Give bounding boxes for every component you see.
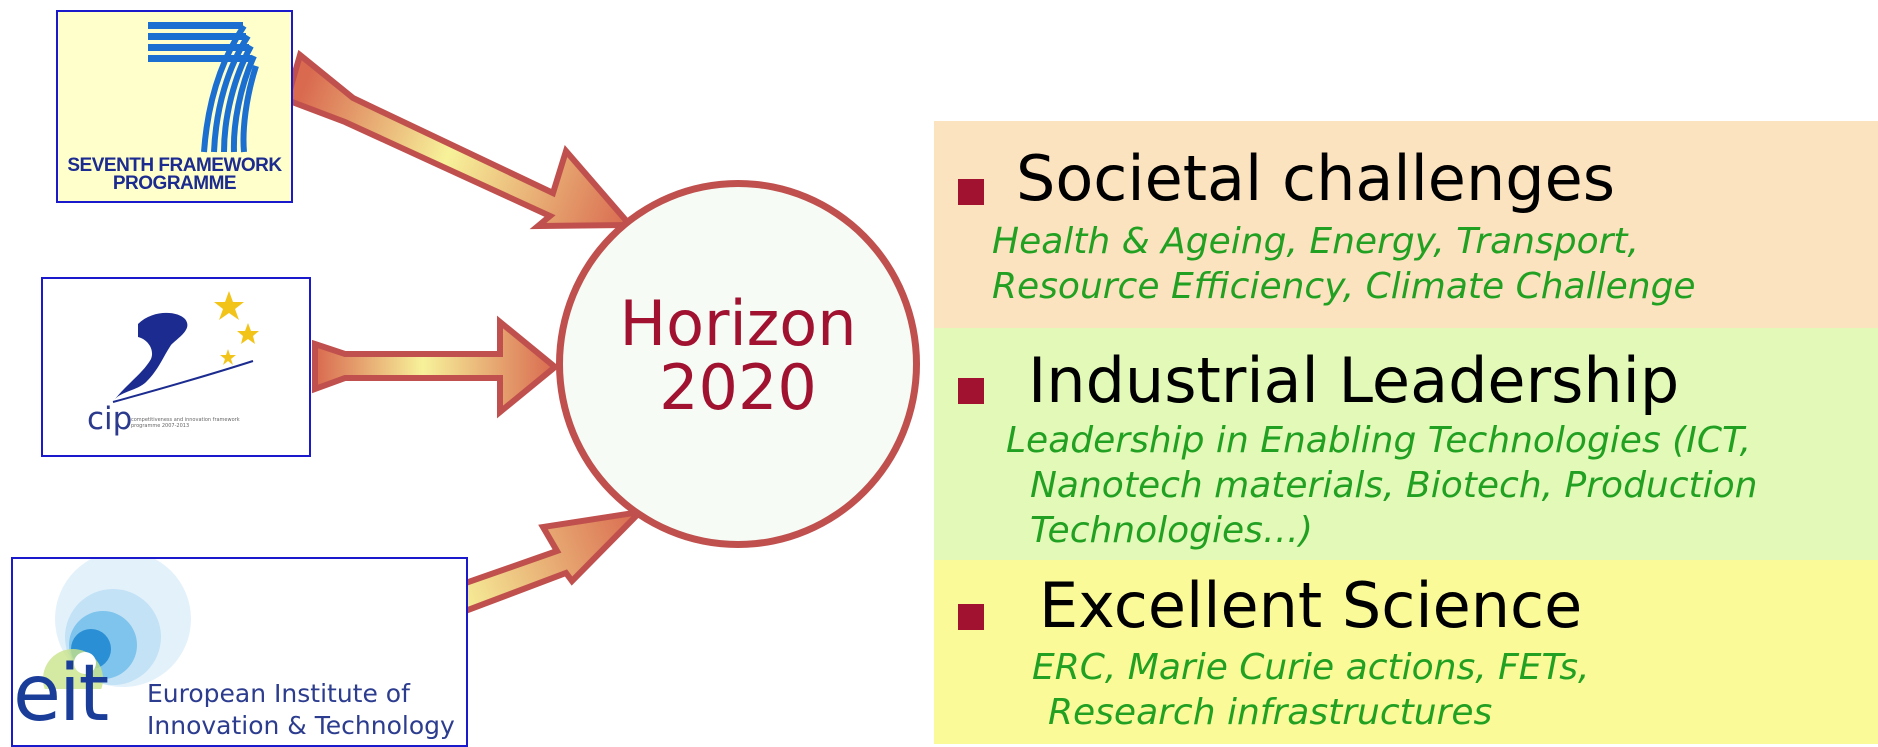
horizon-2020-label: Horizon 2020 — [556, 292, 920, 420]
bullet-icon — [958, 604, 984, 630]
pillar-excellent-science: Excellent Science ERC, Marie Curie actio… — [934, 560, 1878, 744]
cip-wordmark: cip — [87, 401, 133, 437]
arrow-cip — [312, 315, 560, 419]
horizon-2020-circle — [556, 180, 920, 548]
pillar-description-line: Resource Efficiency, Climate Challenge — [992, 266, 1696, 307]
fp7-seven-icon — [148, 22, 259, 153]
cip-logo: cip competitiveness and innovation frame… — [41, 277, 311, 457]
eit-name-line1: European Institute of — [147, 679, 410, 708]
arrow-fp7 — [283, 49, 637, 230]
cip-figure-icon — [112, 291, 259, 403]
pillar-description-line: ERC, Marie Curie actions, FETs, — [1032, 647, 1590, 688]
pillar-societal-challenges: Societal challenges Health & Ageing, Ene… — [934, 121, 1878, 328]
pillar-heading: Societal challenges — [1016, 142, 1616, 215]
pillar-description-line: Research infrastructures — [1048, 692, 1493, 733]
pillar-heading: Industrial Leadership — [1028, 344, 1680, 417]
pillar-description-line: Leadership in Enabling Technologies (ICT… — [1006, 420, 1752, 461]
pillar-description-line: Technologies…) — [1030, 510, 1313, 551]
pillar-description-line: Nanotech materials, Biotech, Production — [1030, 465, 1758, 506]
fp7-title-line2: PROGRAMME — [112, 173, 237, 194]
cip-fine-print: competitiveness and innovation framework… — [131, 417, 240, 429]
eit-circle-emblem — [43, 559, 191, 689]
hub-line2: 2020 — [659, 351, 817, 424]
fp7-logo: SEVENTH FRAMEWORK PROGRAMME — [56, 10, 293, 203]
eit-wordmark: eit — [13, 649, 109, 739]
hub-line1: Horizon — [619, 287, 857, 360]
pillar-industrial-leadership: Industrial Leadership Leadership in Enab… — [934, 328, 1878, 560]
pillar-description-line: Health & Ageing, Energy, Transport, — [992, 221, 1639, 262]
fp7-title-line1: SEVENTH FRAMEWORK — [67, 155, 282, 176]
bullet-icon — [958, 378, 984, 404]
eit-name-line2: Innovation & Technology — [147, 711, 455, 740]
pillar-heading: Excellent Science — [1039, 569, 1583, 642]
bullet-icon — [958, 179, 984, 205]
eit-logo: eit European Institute of Innovation & T… — [11, 557, 468, 747]
